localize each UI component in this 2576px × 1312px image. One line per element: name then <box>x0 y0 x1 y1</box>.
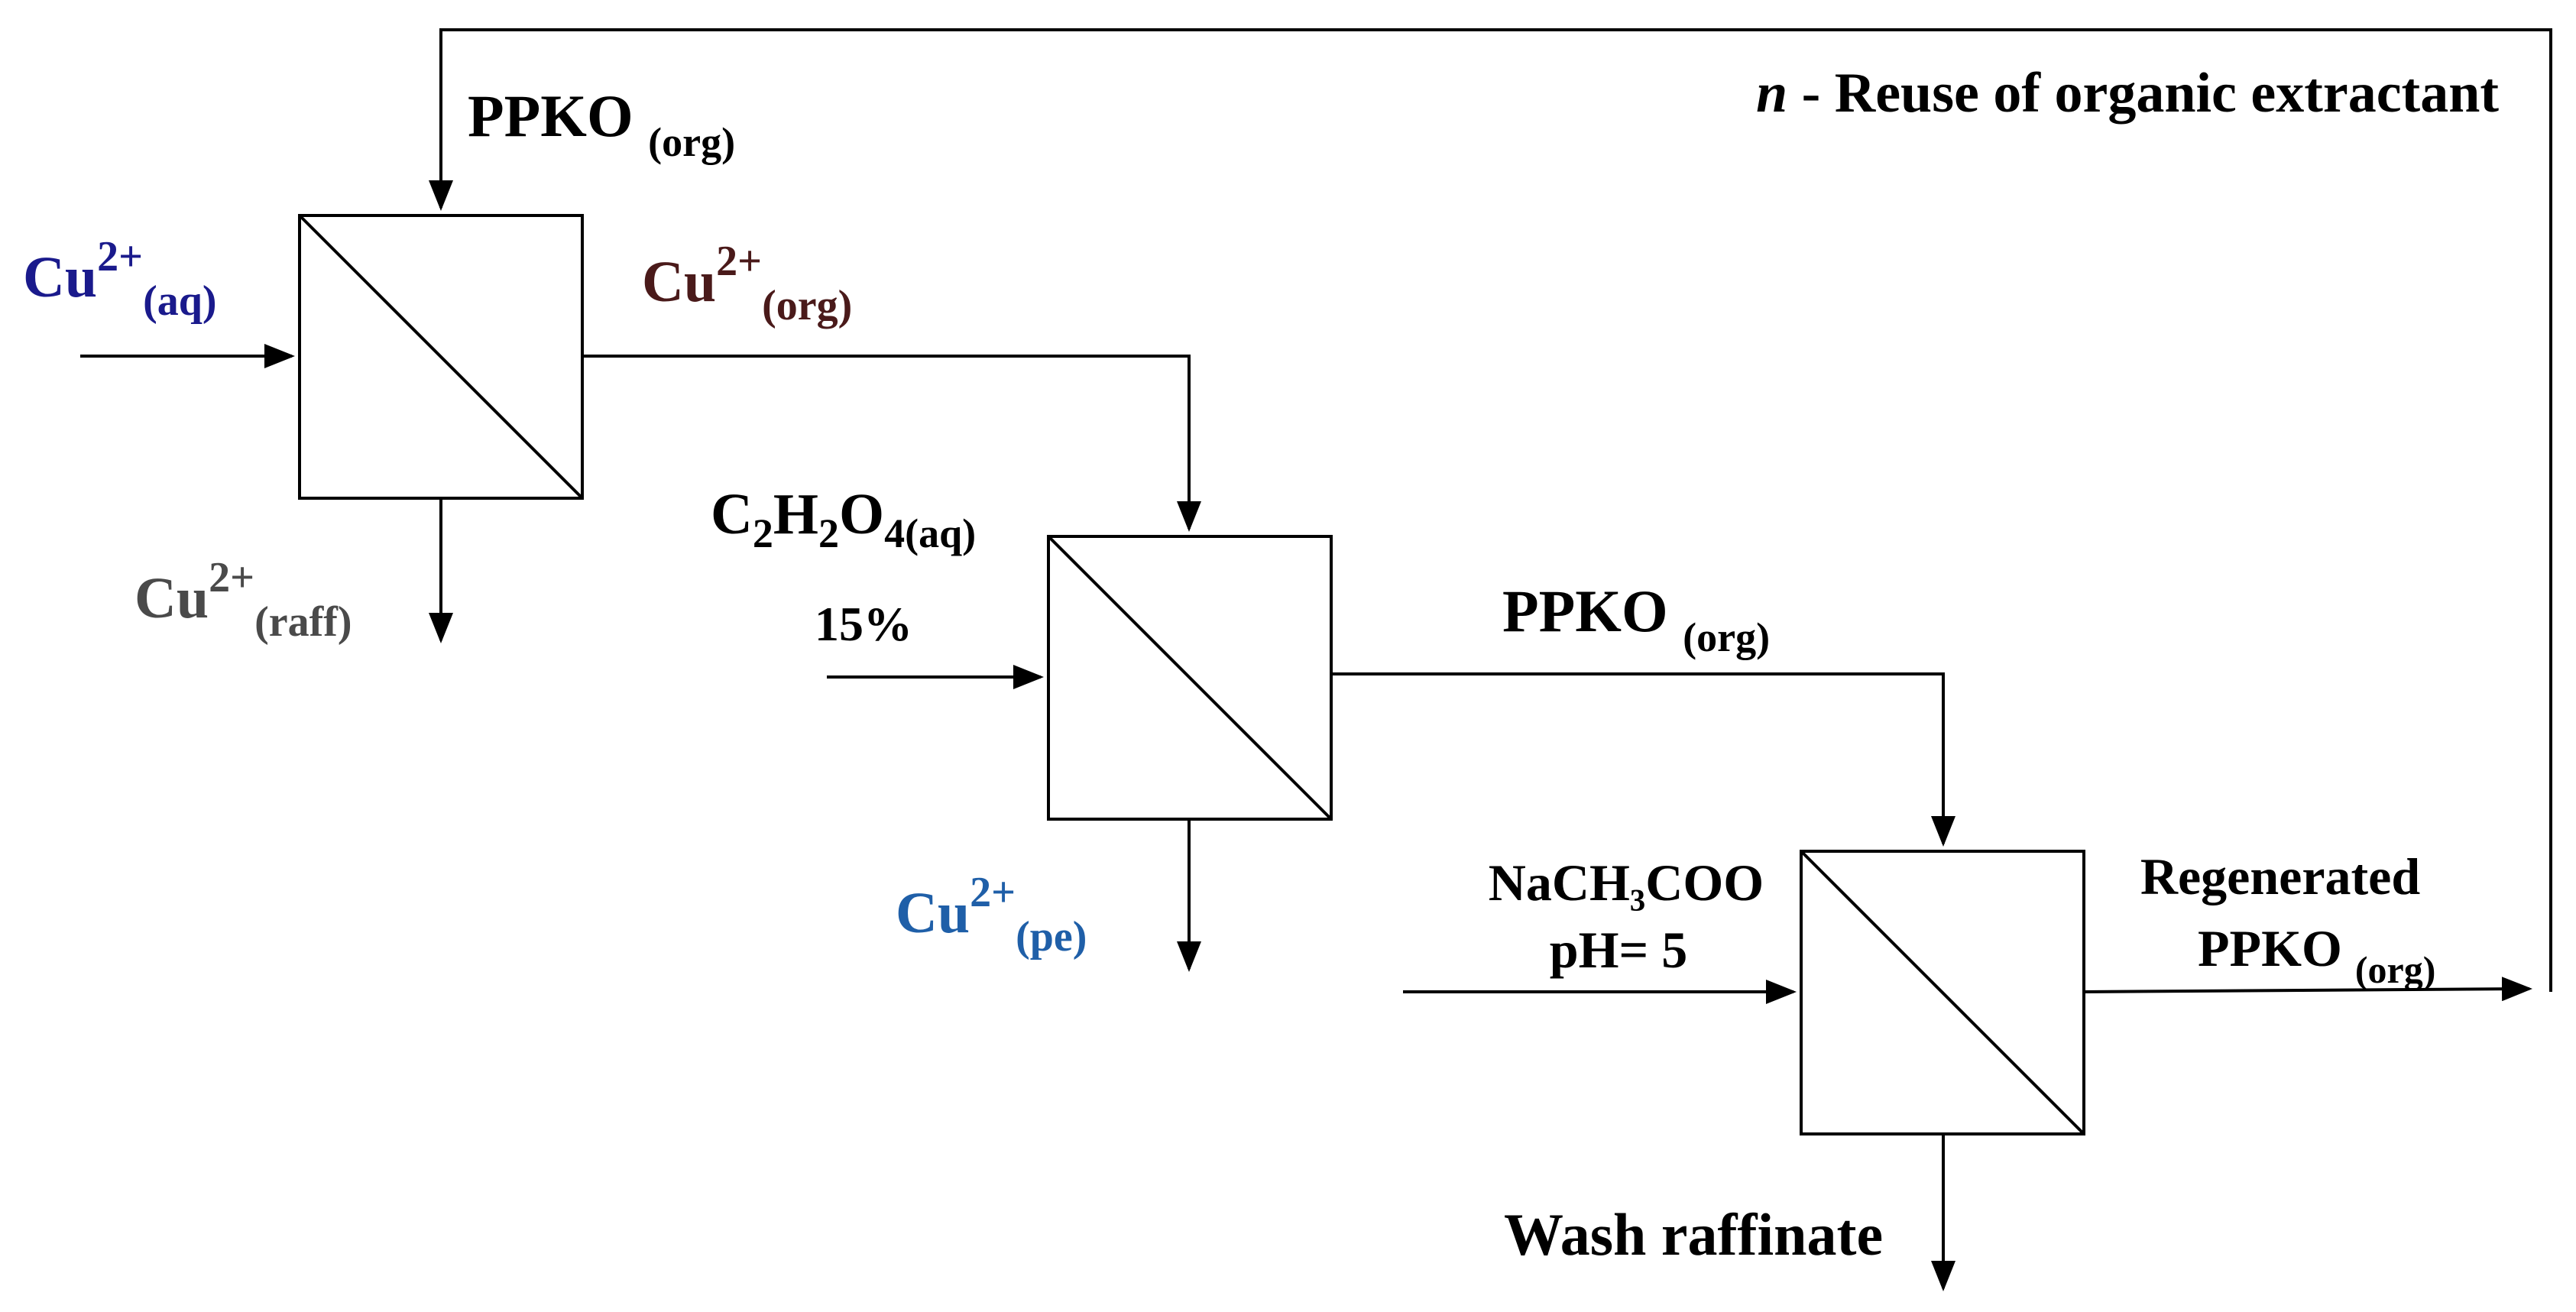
ppko-mid-label: PPKO (org) <box>1502 578 1770 660</box>
oxalic-concentration-label: 15% <box>815 597 912 651</box>
ph-label: pH= 5 <box>1550 921 1687 979</box>
cu-org-label: Cu2+(org) <box>642 238 852 329</box>
ppko-top-label: PPKO (org) <box>468 83 735 165</box>
extraction-box-1-membrane <box>298 214 584 500</box>
ppko-regen-label: PPKO (org) <box>2198 919 2435 991</box>
regenerated-label: Regenerated <box>2140 847 2420 905</box>
reuse-label: n - Reuse of organic extractant <box>1756 62 2499 125</box>
cu-pe-label: Cu2+(pe) <box>896 869 1087 961</box>
loaded-organic-line <box>582 355 1201 532</box>
cu-aq-label: Cu2+(aq) <box>23 233 217 325</box>
wash-raffinate-label: Wash raffinate <box>1504 1201 1883 1268</box>
regeneration-box-3-membrane <box>1800 850 2085 1135</box>
cu-raff-label: Cu2+(raff) <box>134 554 352 646</box>
stripped-organic-line <box>1331 672 1955 847</box>
recycle-loop-line <box>429 28 2552 992</box>
stripping-box-2-membrane <box>1047 535 1333 821</box>
acetate-label: NaCH₃COO <box>1489 854 1764 912</box>
regenerated-outlet-arrow <box>2083 977 2532 1002</box>
oxalic-acid-label: C2H2O4(aq) <box>711 482 976 556</box>
